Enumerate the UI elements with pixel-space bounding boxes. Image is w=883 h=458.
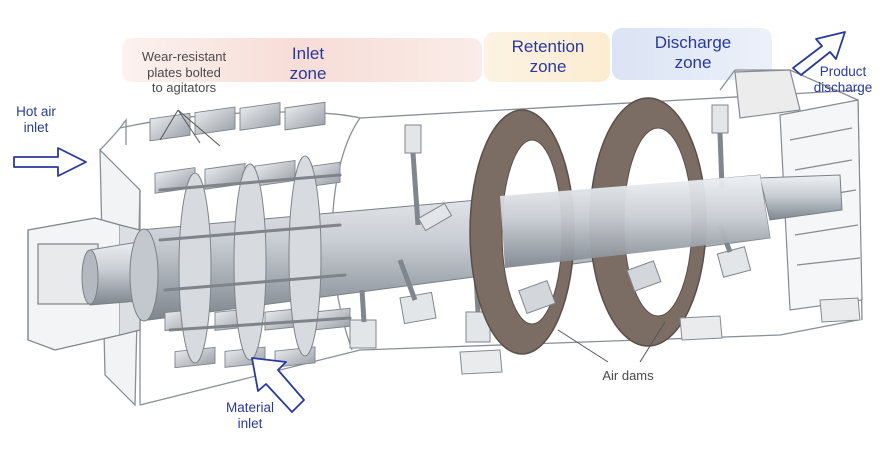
hot-air-inlet-label: Hot air inlet (6, 104, 66, 136)
discharge-zone-banner (612, 28, 772, 80)
inlet-zone-banner (122, 38, 482, 82)
hot-air-line1: Hot air (16, 104, 56, 119)
retention-zone-line1: Retention (511, 37, 585, 56)
support-feet (459, 297, 861, 375)
hot-air-inlet-arrow (13, 147, 87, 177)
wear-plates-line3: to agitators (151, 80, 217, 96)
material-inlet-arrow (251, 357, 305, 413)
hot-air-line2: inlet (23, 120, 49, 136)
product-discharge-arrow (792, 31, 846, 76)
discharge-zone-label: Discharge zone (638, 33, 748, 74)
zone-banners (122, 28, 772, 82)
inlet-zone-label: Inlet zone (268, 44, 348, 85)
discharge-zone-line2: zone (674, 53, 712, 73)
inlet-zone-line1: Inlet (291, 44, 325, 63)
air-dams-label: Air dams (602, 368, 654, 383)
wear-plates-line2: plates bolted (147, 64, 221, 80)
agitator-paddles (158, 173, 352, 332)
inlet-zone-line2: zone (289, 64, 327, 84)
wear-plates-label: Wear-resistant plates bolted to agitator… (128, 49, 240, 96)
retention-zone-line2: zone (529, 57, 567, 77)
callout-lines (159, 109, 666, 363)
material-inlet-line1: Material (225, 400, 274, 415)
retention-zone-banner (484, 32, 610, 82)
wear-plates-line1: Wear-resistant (141, 49, 227, 64)
product-discharge-line1: Product (819, 64, 867, 79)
discharge-zone-line1: Discharge (654, 33, 732, 52)
product-discharge-line2: discharge (813, 80, 873, 96)
shaft-through-dams (500, 175, 770, 315)
material-inlet-label: Material inlet (212, 400, 288, 432)
material-inlet-line2: inlet (237, 416, 263, 432)
retention-zone-label: Retention zone (498, 37, 598, 78)
product-discharge-label: Product discharge (805, 64, 881, 96)
agitator-discs (178, 155, 322, 364)
